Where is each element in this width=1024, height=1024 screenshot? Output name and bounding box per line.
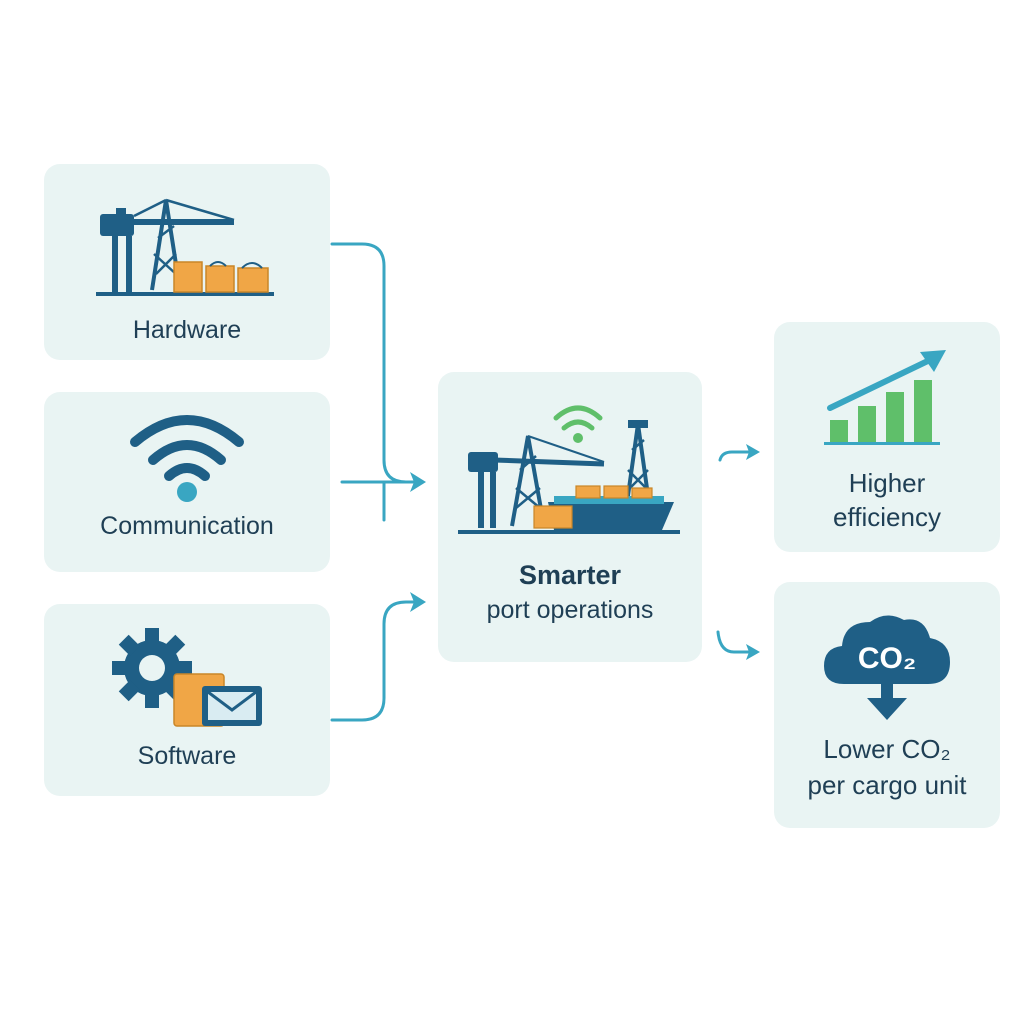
- communication-card: Communication: [44, 392, 330, 572]
- smarter-port-card: Smarter port operations: [438, 372, 702, 662]
- communication-label: Communication: [100, 512, 274, 540]
- port-crane-icon: [96, 198, 274, 296]
- efficiency-label-line2: efficiency: [833, 502, 941, 532]
- growth-chart-icon: [824, 350, 946, 445]
- co2-cloud-text: CO₂: [858, 642, 916, 675]
- center-title: Smarter: [518, 560, 622, 590]
- port-ship-crane-icon: [458, 405, 680, 534]
- co2-label-line1: Lower CO₂: [823, 734, 951, 764]
- center-subtitle: port operations: [486, 596, 654, 624]
- hardware-card: Hardware: [44, 164, 330, 360]
- lower-co2-card: CO₂ Lower CO₂ per cargo unit: [774, 582, 1000, 828]
- connector-hardware: [330, 242, 420, 484]
- co2-cloud-icon: CO₂: [824, 615, 950, 720]
- higher-efficiency-card: Higher efficiency: [774, 322, 1000, 552]
- gear-software-icon: [112, 628, 262, 727]
- wifi-icon: [130, 415, 244, 502]
- efficiency-label-line1: Higher: [848, 468, 926, 498]
- hardware-label: Hardware: [132, 316, 242, 344]
- connector-software: [330, 600, 420, 722]
- co2-label-line2: per cargo unit: [807, 770, 967, 800]
- software-card: Software: [44, 604, 330, 796]
- connector-to-co2: [716, 630, 752, 654]
- connector-to-efficiency: [718, 450, 752, 462]
- arrowhead-top: [410, 472, 426, 492]
- software-label: Software: [137, 742, 237, 770]
- arrowhead-bottom: [410, 592, 426, 612]
